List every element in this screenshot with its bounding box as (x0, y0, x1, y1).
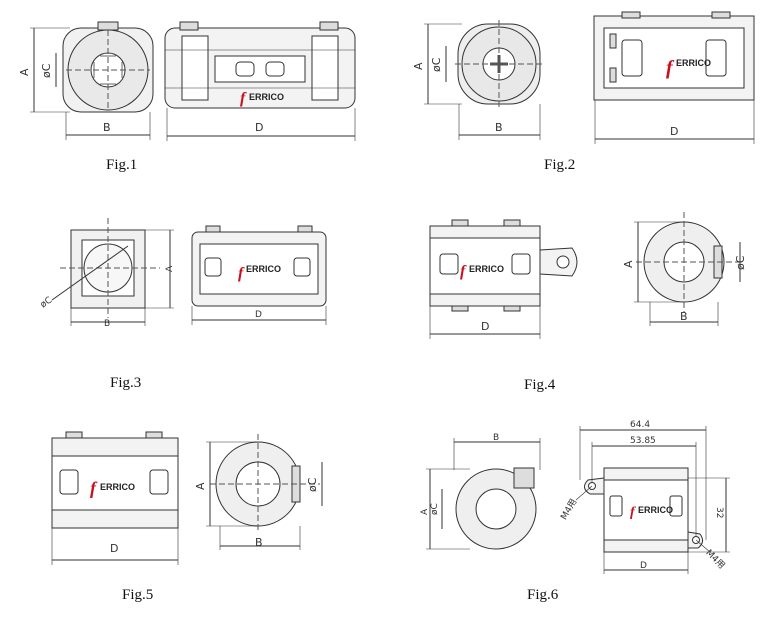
fig5-dim-b: B (255, 536, 263, 549)
svg-text:ERRICO: ERRICO (249, 92, 284, 102)
svg-text:f: f (240, 90, 247, 107)
fig3-dim-b: B (104, 319, 110, 329)
fig1-dim-c: øC (40, 63, 53, 78)
fig5-dim-c: øC (306, 477, 319, 492)
fig2-drawing: A øC B D f ERRICO (412, 11, 755, 144)
svg-text:ERRICO: ERRICO (676, 58, 711, 68)
fig6-hole-label-left: M4用 (559, 497, 580, 522)
fig3-drawing: øC A B D f ERRICO (39, 218, 327, 329)
fig6-dim-hole-spacing: 53.85 (630, 436, 656, 446)
fig5-caption: Fig.5 (122, 587, 154, 603)
fig4-logo: f ERRICO (460, 263, 504, 280)
fig1-dim-a: A (18, 68, 31, 76)
svg-text:ERRICO: ERRICO (100, 482, 135, 492)
fig6-dim-b: B (493, 433, 499, 443)
fig3-dim-c: øC (39, 295, 54, 310)
fig4-caption: Fig.4 (524, 377, 556, 393)
fig5-dim-d: D (110, 542, 118, 555)
fig5-drawing: D f ERRICO A øC B (51, 431, 323, 565)
fig2-caption: Fig.2 (544, 157, 576, 173)
fig6-dim-c: øC (430, 503, 440, 515)
fig6-caption: Fig.6 (527, 587, 559, 603)
fig2-dim-c: øC (430, 57, 443, 72)
svg-text:f: f (630, 505, 636, 520)
fig2-dim-d: D (670, 125, 678, 138)
fig6-drawing: B A øC f ERRICO 64.4 53.85 32 (420, 420, 730, 574)
fig4-dim-a: A (622, 260, 635, 268)
fig6-logo: f ERRICO (630, 505, 673, 520)
fig5-logo: f ERRICO (90, 478, 135, 498)
svg-text:f: f (238, 265, 245, 282)
fig4-drawing: D f ERRICO A øC B (429, 212, 747, 339)
fig1-logo: f ERRICO (240, 90, 284, 107)
svg-text:f: f (90, 478, 98, 498)
fig2-logo: f ERRICO (666, 57, 711, 79)
fig3-dim-a: A (165, 265, 175, 272)
fig1-caption: Fig.1 (106, 157, 138, 173)
fig6-dim-d: D (640, 561, 647, 571)
fig3-dim-d: D (255, 310, 262, 320)
svg-text:ERRICO: ERRICO (638, 505, 673, 515)
fig1-drawing: A øC B D f ERRICO (18, 21, 356, 141)
svg-text:f: f (666, 57, 675, 79)
fig4-dim-b: B (680, 310, 688, 323)
fig6-dim-a: A (420, 508, 430, 515)
fig3-logo: f ERRICO (238, 264, 281, 282)
svg-text:ERRICO: ERRICO (246, 264, 281, 274)
fig2-dim-a: A (412, 62, 425, 70)
fig1-dim-b: B (103, 121, 111, 134)
fig3-caption: Fig.3 (110, 375, 142, 391)
svg-text:ERRICO: ERRICO (469, 264, 504, 274)
fig6-hole-label-right: M4用 (703, 548, 727, 572)
fig4-dim-c: øC (734, 255, 747, 270)
fig6-dim-height: 32 (714, 507, 724, 518)
svg-text:f: f (460, 263, 467, 280)
fig2-dim-b: B (495, 121, 503, 134)
fig1-dim-d: D (255, 121, 263, 134)
fig6-dim-overall: 64.4 (630, 420, 650, 430)
fig5-dim-a: A (194, 482, 207, 490)
fig4-dim-d: D (481, 320, 489, 333)
